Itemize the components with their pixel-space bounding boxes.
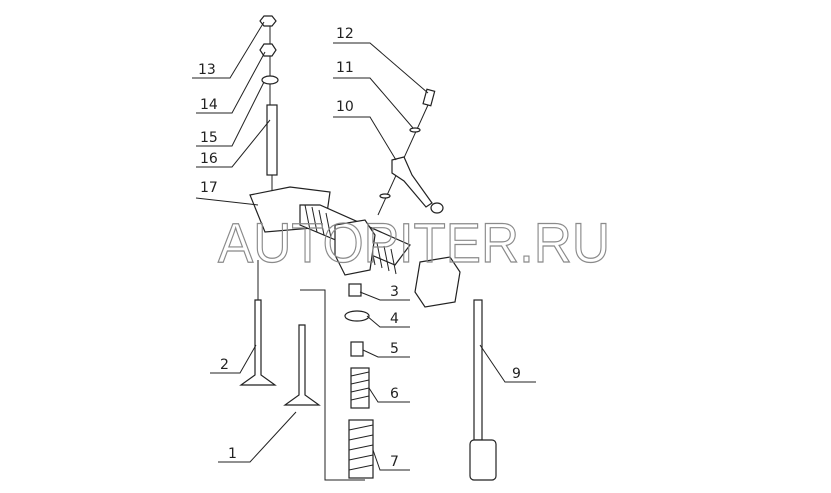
- oil-pipe-eye: [430, 202, 444, 214]
- callout-17: 17: [200, 180, 218, 196]
- callout-16: 16: [200, 151, 218, 167]
- callout-6: 6: [390, 386, 399, 402]
- washer-11: [409, 127, 421, 133]
- washer-15: [261, 75, 279, 85]
- leader-frame: [300, 289, 365, 481]
- callout-1: 1: [228, 446, 237, 462]
- callout-10: 10: [336, 99, 354, 115]
- oil-pipe-10: [391, 156, 433, 208]
- callout-14: 14: [200, 97, 218, 113]
- seal-5: [350, 341, 364, 357]
- spring-6: [350, 367, 370, 409]
- callout-2: 2: [220, 357, 229, 373]
- rocker-arm-center: [334, 219, 376, 276]
- stud-16: [266, 104, 278, 176]
- valve-2: [239, 299, 277, 386]
- valve-1: [283, 324, 321, 406]
- rocker-arm-right: [414, 256, 461, 308]
- callout-13: 13: [198, 62, 216, 78]
- callout-11: 11: [336, 60, 354, 76]
- callout-9: 9: [512, 366, 521, 382]
- parts: [239, 15, 497, 481]
- nut-14: [259, 43, 277, 57]
- callout-7: 7: [390, 454, 399, 470]
- cap-3: [348, 283, 362, 297]
- callout-4: 4: [390, 311, 399, 327]
- springs: [304, 204, 397, 275]
- bolt-12: [422, 88, 436, 107]
- callout-labels: 13 14 15 16 17 12 11 10 3 4 5 6 7 2 1 9: [198, 26, 521, 470]
- tappet: [469, 439, 497, 481]
- leader-lines: [192, 21, 536, 471]
- retainer-4: [344, 310, 370, 322]
- spring-7: [348, 419, 374, 479]
- watermark: AUTOPITER.RU: [218, 211, 610, 274]
- nut-13: [259, 15, 277, 27]
- callout-5: 5: [390, 341, 399, 357]
- pushrod-9: [473, 299, 483, 441]
- callout-12: 12: [336, 26, 354, 42]
- callout-15: 15: [200, 130, 218, 146]
- washer-lower: [379, 193, 391, 199]
- callout-3: 3: [390, 284, 399, 300]
